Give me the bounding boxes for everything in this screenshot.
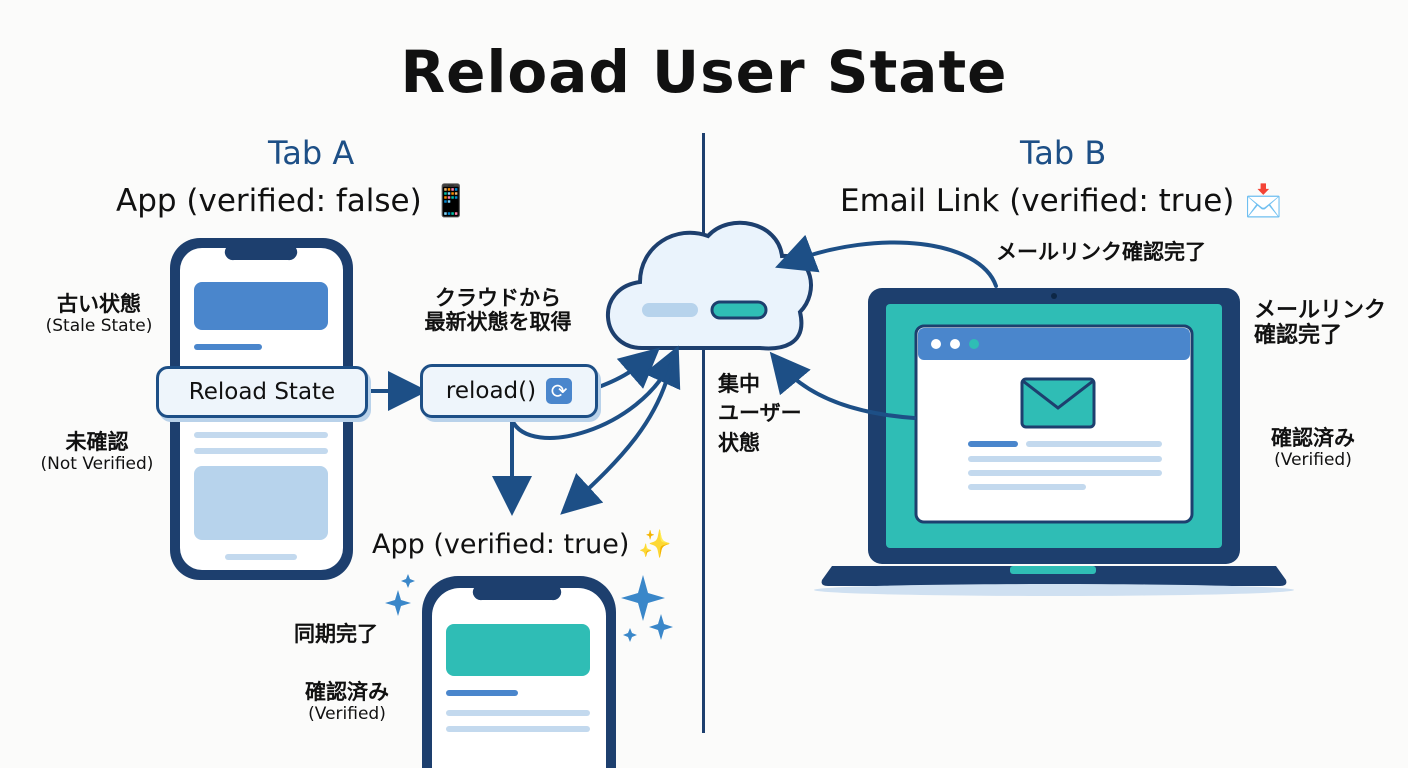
phone-emoji-icon: 📱: [431, 183, 471, 219]
envelope-emoji-icon: 📩: [1244, 183, 1283, 219]
arrow-laptop-to-cloud-mid: [769, 351, 916, 420]
tab-divider: [702, 133, 705, 733]
verified-jp-a: 確認済み: [305, 680, 389, 704]
verified-en-b: (Verified): [1274, 450, 1352, 471]
tab-a-heading: App (verified: false) 📱: [116, 182, 470, 219]
reload-state-button[interactable]: Reload State: [156, 366, 368, 418]
central-line1: 集中: [718, 372, 760, 396]
central-state-label: 集中 ユーザー 状態: [718, 370, 802, 458]
side-note-line1: メールリンク: [1254, 298, 1387, 323]
fetch-note-line2: 最新状態を取得: [424, 310, 572, 335]
not-verified-label: 未確認 (Not Verified): [22, 430, 172, 474]
tab-a-heading-text: App (verified: false): [116, 183, 422, 219]
stale-state-en: (Stale State): [45, 316, 153, 337]
laptop-icon: [814, 288, 1294, 596]
tab-b-heading: Email Link (verified: true) 📩: [840, 182, 1283, 219]
not-verified-jp: 未確認: [65, 430, 129, 454]
result-heading-text: App (verified: true): [372, 529, 630, 560]
stale-state-jp: 古い状態: [57, 292, 141, 316]
refresh-icon: ⟳: [546, 378, 573, 404]
reload-function-label: reload(): [445, 378, 537, 404]
verified-label-b: 確認済み (Verified): [1258, 426, 1368, 470]
side-note-line2: 確認完了: [1254, 323, 1343, 349]
not-verified-en: (Not Verified): [40, 454, 154, 475]
synced-label: 同期完了: [294, 622, 378, 646]
email-confirm-side-note: メールリンク 確認完了: [1254, 298, 1386, 349]
result-heading: App (verified: true) ✨: [372, 528, 672, 560]
phone-verified-icon: [422, 576, 616, 768]
arrow-laptop-to-cloud-top: [775, 234, 998, 288]
arrow-fn-curve-to-cloud: [510, 345, 681, 440]
stale-state-label: 古い状態 (Stale State): [30, 292, 168, 336]
sparkles-emoji-icon: ✨: [638, 529, 672, 560]
fetch-note-line1: クラウドから: [435, 286, 561, 310]
verified-en-a: (Verified): [308, 704, 386, 725]
email-confirm-arrow-note: メールリンク確認完了: [996, 240, 1206, 264]
central-line3: 状態: [718, 430, 760, 455]
reload-function-button[interactable]: reload() ⟳: [420, 364, 598, 418]
verified-label-a: 確認済み (Verified): [292, 680, 402, 724]
sparkle-icon: [385, 574, 673, 642]
tab-b-heading-text: Email Link (verified: true): [840, 183, 1235, 219]
arrow-cloud-to-phone: [560, 358, 674, 515]
verified-jp-b: 確認済み: [1271, 426, 1355, 450]
cloud-icon: [605, 220, 813, 351]
fetch-note: クラウドから 最新状態を取得: [408, 286, 588, 334]
reload-state-label: Reload State: [188, 379, 336, 405]
page-title: Reload User State: [400, 38, 1008, 106]
central-line2: ユーザー: [718, 401, 802, 426]
tab-a-label: Tab A: [268, 134, 355, 172]
arrow-fn-to-cloud: [594, 347, 661, 390]
tab-b-label: Tab B: [1020, 134, 1107, 172]
